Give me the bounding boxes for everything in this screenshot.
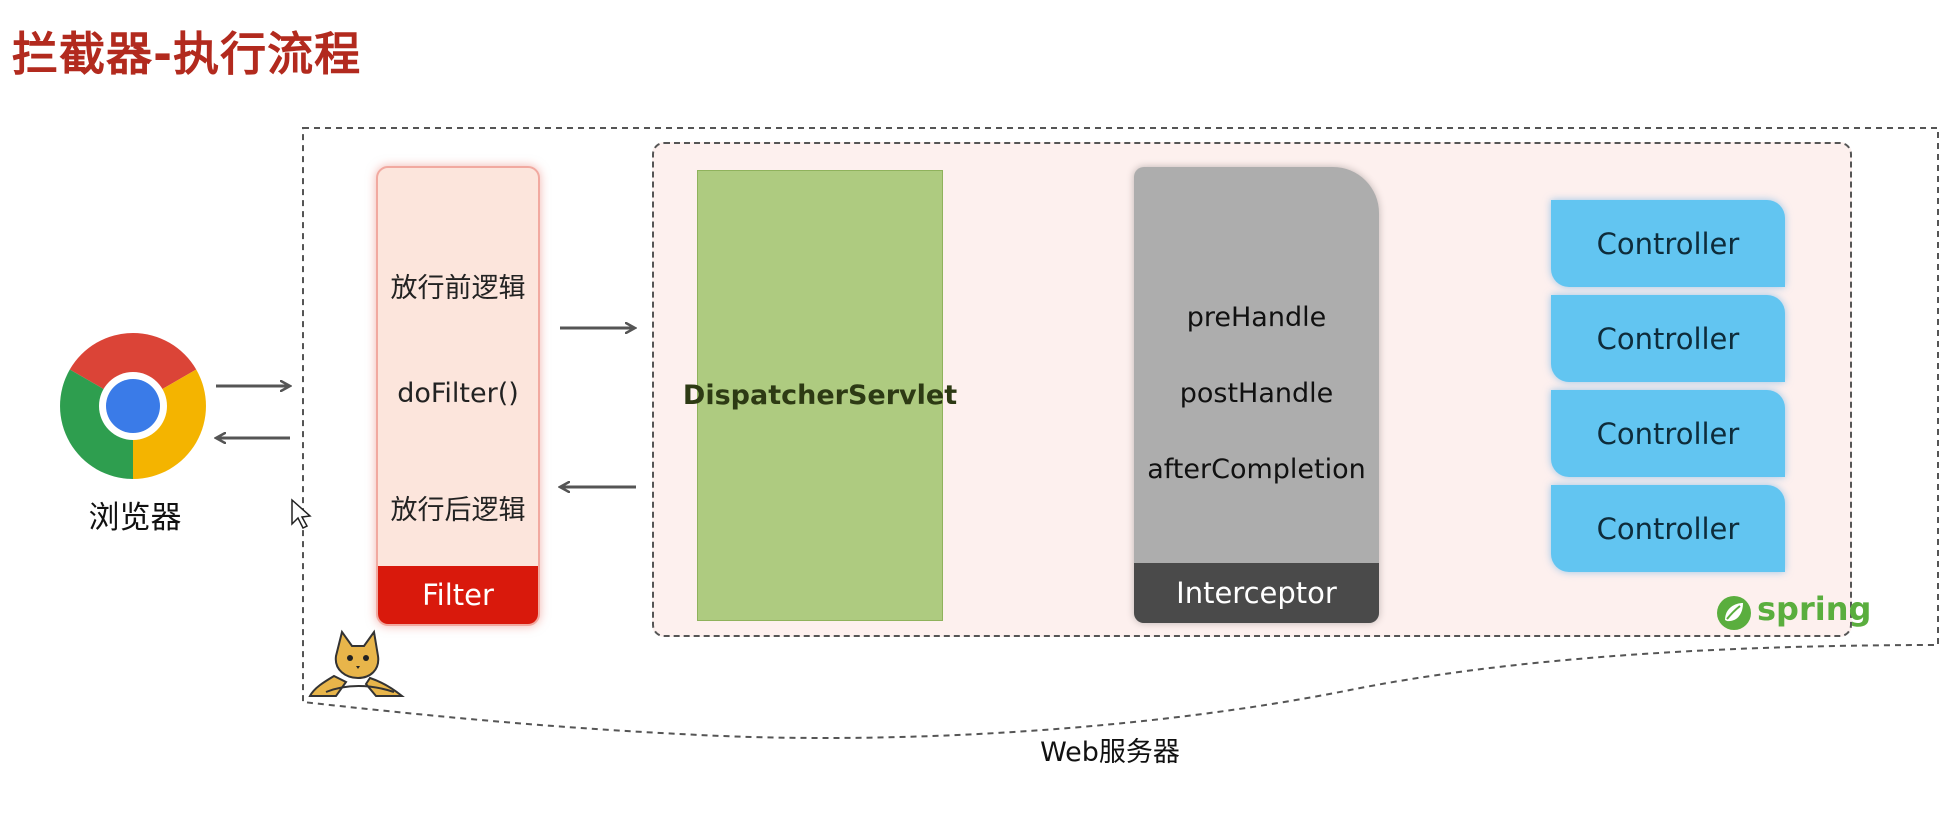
controller-label: Controller: [1596, 226, 1740, 261]
web-server-label: Web服务器: [1040, 737, 1180, 768]
mouse-cursor-icon: [291, 498, 312, 530]
chrome-icon: [60, 333, 206, 479]
controller-label: Controller: [1596, 321, 1740, 356]
interceptor-block: preHandle postHandle afterCompletion Int…: [1134, 167, 1379, 623]
controller-box: Controller: [1551, 485, 1785, 572]
spring-logo: spring: [1715, 590, 1871, 636]
controller-box: Controller: [1551, 200, 1785, 287]
filter-block: 放行前逻辑 doFilter() 放行后逻辑 Filter: [376, 166, 540, 626]
dispatcher-servlet: DispatcherServlet: [683, 170, 957, 621]
browser-label: 浏览器: [88, 500, 182, 536]
filter-footer: Filter: [378, 566, 538, 624]
filter-pre-logic: 放行前逻辑: [390, 273, 526, 304]
controller-label: Controller: [1596, 416, 1740, 451]
interceptor-prehandle: preHandle: [1186, 302, 1327, 333]
page-title: 拦截器-执行流程: [12, 27, 362, 81]
web-server-boundary: [302, 127, 1939, 739]
interceptor-aftercompletion: afterCompletion: [1147, 454, 1366, 485]
controller-box: Controller: [1551, 295, 1785, 382]
controller-box: Controller: [1551, 390, 1785, 477]
spring-leaf-icon: [1717, 596, 1751, 630]
interceptor-footer: Interceptor: [1134, 563, 1379, 623]
spring-label: spring: [1757, 590, 1872, 628]
filter-post-logic: 放行后逻辑: [390, 495, 526, 526]
interceptor-posthandle: postHandle: [1179, 378, 1334, 409]
controller-label: Controller: [1596, 511, 1740, 546]
filter-dofilter: doFilter(): [397, 378, 519, 409]
tomcat-cat-icon: [308, 629, 405, 697]
dispatcher-label: DispatcherServlet: [682, 380, 958, 411]
